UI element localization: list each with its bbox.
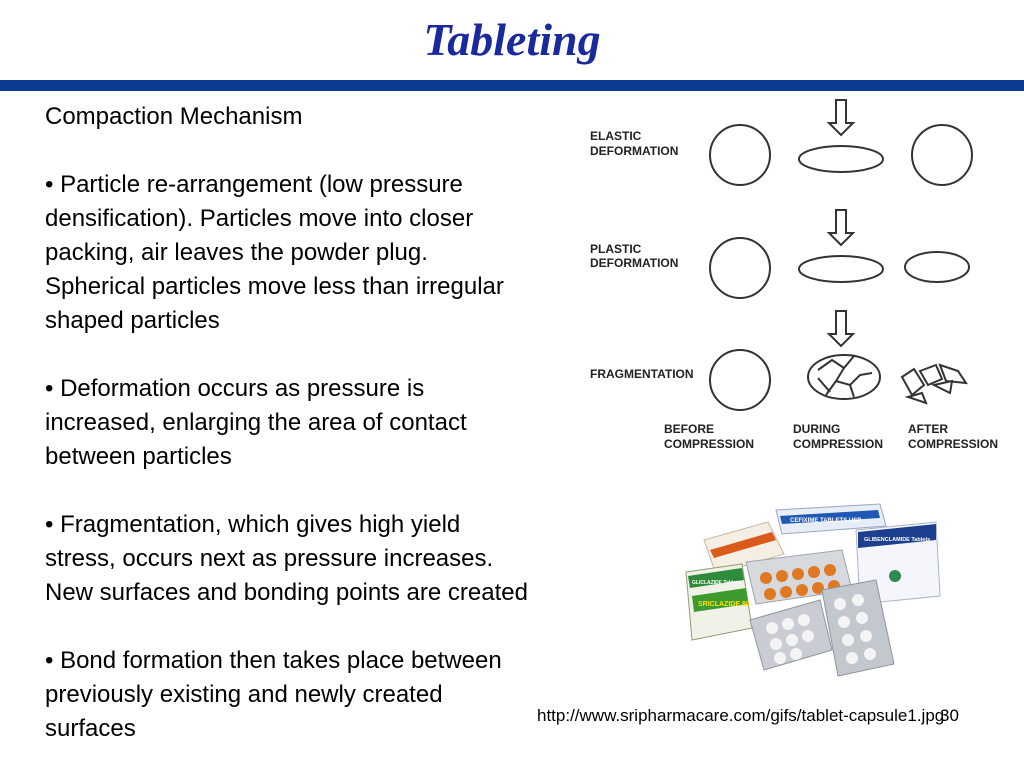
pressure-arrow-icon xyxy=(826,209,856,247)
bullet-4: • Bond formation then takes place betwee… xyxy=(45,644,635,746)
bullet-line: previously existing and newly created xyxy=(45,681,443,708)
box-cefixime: CEFIXIME TABLETS USP xyxy=(775,503,887,535)
row-label-plastic-1: PLASTIC xyxy=(590,242,642,256)
row-label-fragmentation: FRAGMENTATION xyxy=(590,367,694,381)
box-label-cefixime: CEFIXIME TABLETS USP xyxy=(790,518,861,524)
blister-white-right xyxy=(821,579,895,677)
title-rule xyxy=(0,80,1024,91)
bullet-line: stress, occurs next as pressure increase… xyxy=(45,545,494,572)
slide-body: Compaction Mechanism • Particle re-arran… xyxy=(45,100,635,746)
col-label-after-2: COMPRESSION xyxy=(908,437,998,451)
bullet-line: shaped particles xyxy=(45,307,220,334)
box-label-glibenclamide: GLIBENCLAMIDE Tablets xyxy=(864,537,930,543)
bullet-line: surfaces xyxy=(45,715,136,742)
row-label-elastic-1: ELASTIC xyxy=(590,129,642,143)
bullet-1: • Particle re-arrangement (low pressure … xyxy=(45,168,635,338)
bullet-line: packing, air leaves the powder plug. xyxy=(45,239,428,266)
bullet-line: • Fragmentation, which gives high yield xyxy=(45,511,461,538)
particle-before-plastic xyxy=(709,237,771,299)
compaction-diagram: ELASTIC DEFORMATION PLASTIC DEFORMATION … xyxy=(590,99,998,451)
particle-after-plastic xyxy=(904,251,970,283)
section-heading: Compaction Mechanism xyxy=(45,103,303,130)
bullet-line: • Deformation occurs as pressure is xyxy=(45,375,425,402)
col-label-before-2: COMPRESSION xyxy=(664,437,754,451)
box-label-gliclazide: GLICLAZIDE Tablets xyxy=(692,580,741,586)
particle-before-fragmentation xyxy=(709,349,771,411)
bullet-2: • Deformation occurs as pressure is incr… xyxy=(45,372,635,474)
particle-during-fragmentation xyxy=(807,354,881,400)
page-number: 30 xyxy=(940,706,959,725)
blister-white-left xyxy=(749,599,833,671)
bullet-line: between particles xyxy=(45,443,232,470)
row-label-plastic-2: DEFORMATION xyxy=(590,256,678,270)
bullet-line: • Particle re-arrangement (low pressure xyxy=(45,171,463,198)
bullet-3: • Fragmentation, which gives high yield … xyxy=(45,508,635,610)
bullet-line: increased, enlarging the area of contact xyxy=(45,409,467,436)
bullet-line: Spherical particles move less than irreg… xyxy=(45,273,504,300)
source-url: http://www.sripharmacare.com/gifs/tablet… xyxy=(537,706,945,725)
pressure-arrow-icon xyxy=(826,310,856,348)
col-label-before-1: BEFORE xyxy=(664,422,714,436)
box-label-sriclazide: SRICLAZIDE 80 xyxy=(698,601,750,608)
col-label-after-1: AFTER xyxy=(908,422,948,436)
slide-title: Tableting xyxy=(423,14,601,65)
row-label-elastic-2: DEFORMATION xyxy=(590,144,678,158)
particle-during-elastic xyxy=(798,145,884,173)
box-left-top xyxy=(703,521,785,575)
particle-after-fragmentation xyxy=(900,363,969,405)
bullet-line: New surfaces and bonding points are crea… xyxy=(45,579,528,606)
bullet-line: densification). Particles move into clos… xyxy=(45,205,474,232)
particle-during-plastic xyxy=(798,255,884,283)
tablet-packages-photo: CEFIXIME TABLETS USP GLIBENCLAMIDE Table… xyxy=(680,500,944,680)
particle-before-elastic xyxy=(709,124,771,186)
col-label-during-2: COMPRESSION xyxy=(793,437,883,451)
pressure-arrow-icon xyxy=(826,99,856,137)
bullet-line: • Bond formation then takes place betwee… xyxy=(45,647,502,674)
box-sriclazide: GLICLAZIDE Tablets SRICLAZIDE 80 xyxy=(685,563,753,641)
particle-after-elastic xyxy=(911,124,973,186)
col-label-during-1: DURING xyxy=(793,422,840,436)
